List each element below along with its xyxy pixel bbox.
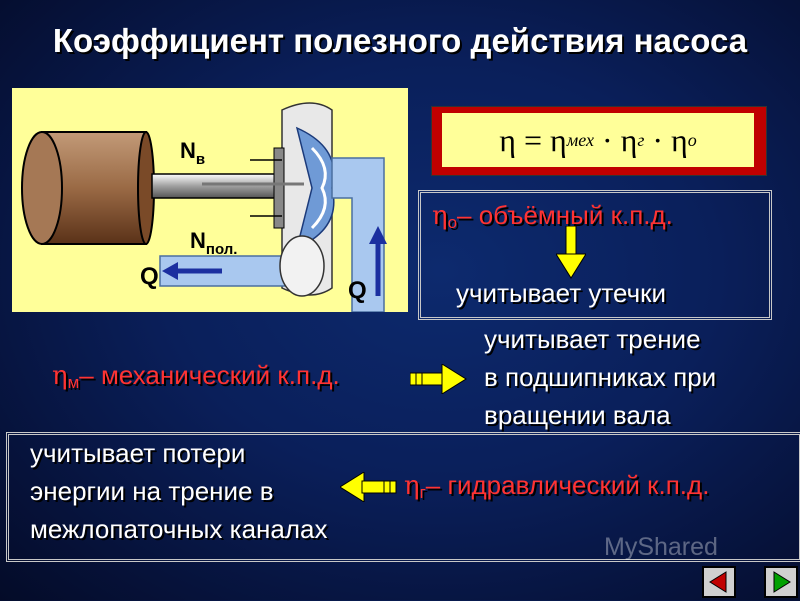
hydraulic-explanation-line-2: энергии на трение в <box>30 476 274 506</box>
label-q-inlet: Q <box>140 263 159 290</box>
label-n-shaft: Nв <box>180 138 205 168</box>
pump-diagram: Nв Nпол. Q Q <box>12 88 408 312</box>
label-q-outlet: Q <box>348 277 367 304</box>
volumetric-explanation: учитывает утечки <box>456 278 667 308</box>
mechanical-explanation-line-3: вращении вала <box>484 400 671 430</box>
pump-illustration: Nв Nпол. Q Q <box>21 102 387 312</box>
next-slide-button[interactable] <box>764 566 798 598</box>
formula-sub-mech: мех <box>566 129 594 150</box>
outlet-pipe <box>331 157 385 312</box>
formula-dot-2: · <box>652 121 664 158</box>
label-n-useful: Nпол. <box>190 228 237 258</box>
formula-sub-vol: о <box>687 129 697 150</box>
inlet-pipe <box>159 235 325 297</box>
motor <box>21 131 155 245</box>
flow-arrow-up <box>369 226 387 296</box>
previous-slide-button[interactable] <box>702 566 736 598</box>
arrow-down-volumetric <box>556 226 586 279</box>
formula-equals: = <box>523 121 542 158</box>
flow-arrow-left <box>162 262 222 280</box>
formula-eta-mech: η <box>550 121 567 158</box>
arrow-left-hydraulic <box>340 472 397 502</box>
arrow-right-mechanical <box>410 364 467 394</box>
watermark: MyShared <box>604 533 718 561</box>
mechanical-efficiency-label: ηм– механический к.п.д. <box>52 360 340 392</box>
hydraulic-efficiency-label: ηг– гидравлический к.п.д. <box>404 470 710 502</box>
mechanical-explanation-line-2: в подшипниках при <box>484 362 717 392</box>
volumetric-efficiency-box <box>418 190 772 320</box>
volumetric-efficiency-label: ηо– объёмный к.п.д. <box>432 200 673 232</box>
formula-eta: η <box>499 121 516 158</box>
formula-dot-1: · <box>601 121 613 158</box>
formula-eta-hyd: η <box>620 121 638 158</box>
hydraulic-explanation-line-3: межлопаточных каналах <box>30 514 328 544</box>
arrow-right-icon <box>773 571 791 593</box>
formula-eta-vol: η <box>671 121 688 158</box>
slide-title: Коэффициент полезного действия насоса <box>52 22 748 59</box>
mechanical-explanation-line-1: учитывает трение <box>484 324 701 354</box>
hydraulic-explanation-line-1: учитывает потери <box>30 438 246 468</box>
arrow-left-icon <box>709 571 727 593</box>
formula-sub-hyd: г <box>637 129 645 150</box>
